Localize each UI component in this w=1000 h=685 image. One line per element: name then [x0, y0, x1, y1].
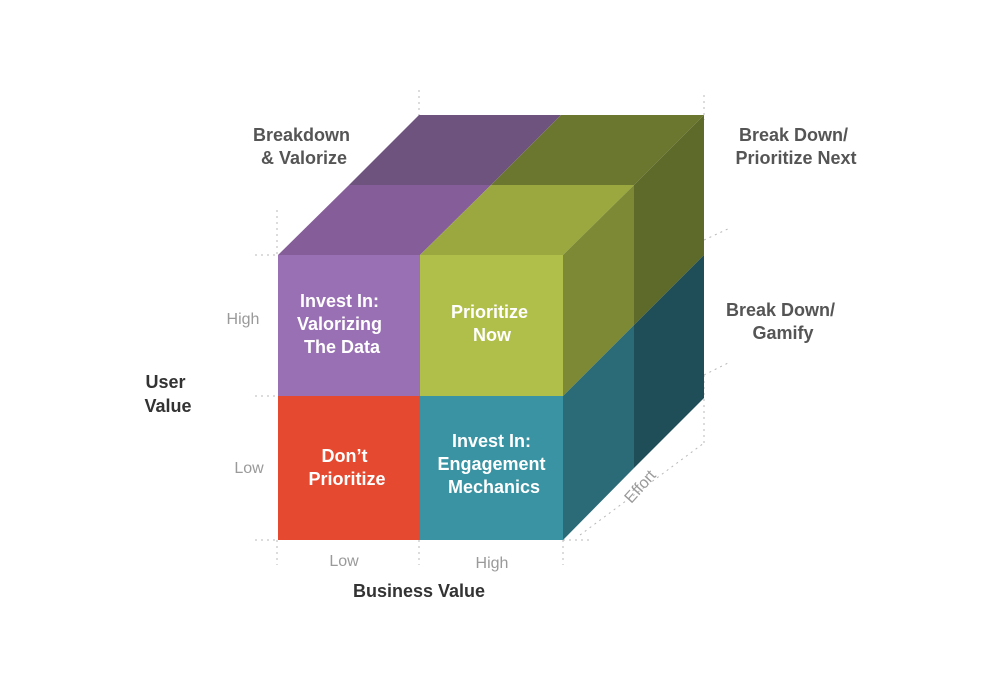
cell-prioritize-now-line-2: Now: [473, 325, 512, 345]
y-axis-title-line-2: Value: [144, 396, 191, 416]
label-prioritize-next-line-2: Prioritize Next: [735, 148, 856, 168]
y-axis-title: User Value: [144, 372, 191, 416]
cell-invest-engagement-line-2: Engagement: [437, 454, 545, 474]
front-side-green-face: [563, 185, 634, 396]
x-tick-high: High: [476, 555, 509, 572]
cell-dont-prioritize: [278, 396, 420, 540]
label-gamify-line-1: Break Down/: [726, 300, 835, 320]
cell-invest-valorizing-line-2: Valorizing: [297, 314, 382, 334]
front-top-green-face: [420, 185, 634, 255]
x-axis-title: Business Value: [353, 581, 485, 601]
label-break-down-gamify: Break Down/ Gamify: [726, 300, 840, 343]
cell-invest-engagement: [420, 396, 563, 540]
label-break-down-prioritize-next: Break Down/ Prioritize Next: [735, 125, 856, 168]
front-side-teal-face: [563, 325, 634, 540]
cell-prioritize-now-label: Prioritize Now: [451, 302, 533, 345]
label-breakdown-valorize: Breakdown & Valorize: [253, 125, 355, 168]
cell-invest-engagement-line-3: Mechanics: [448, 477, 540, 497]
cell-invest-valorizing-line-3: The Data: [304, 337, 381, 357]
cell-invest-engagement-line-1: Invest In:: [452, 431, 531, 451]
back-top-green-face: [491, 115, 704, 185]
cell-dont-prioritize-line-1: Don’t: [322, 446, 368, 466]
label-breakdown-valorize-line-1: Breakdown: [253, 125, 350, 145]
cell-invest-valorizing-label: Invest In: Valorizing The Data: [297, 291, 387, 357]
back-side-teal-face: [634, 255, 704, 468]
back-top-purple-face: [349, 115, 561, 185]
cell-invest-valorizing-line-1: Invest In:: [300, 291, 379, 311]
x-tick-low: Low: [329, 553, 359, 570]
label-prioritize-next-line-1: Break Down/: [739, 125, 848, 145]
cell-prioritize-now: [420, 255, 563, 396]
cell-dont-prioritize-line-2: Prioritize: [308, 469, 385, 489]
label-gamify-line-2: Gamify: [752, 323, 813, 343]
cell-dont-prioritize-label: Don’t Prioritize: [308, 446, 385, 489]
guide-lines: [255, 90, 731, 565]
y-tick-high: High: [227, 311, 260, 328]
y-axis-title-line-1: User: [145, 372, 185, 392]
y-tick-low: Low: [234, 460, 264, 477]
cell-invest-engagement-label: Invest In: Engagement Mechanics: [437, 431, 550, 497]
cell-prioritize-now-line-1: Prioritize: [451, 302, 528, 322]
label-breakdown-valorize-line-2: & Valorize: [261, 148, 347, 168]
cell-invest-valorizing: [278, 255, 420, 396]
